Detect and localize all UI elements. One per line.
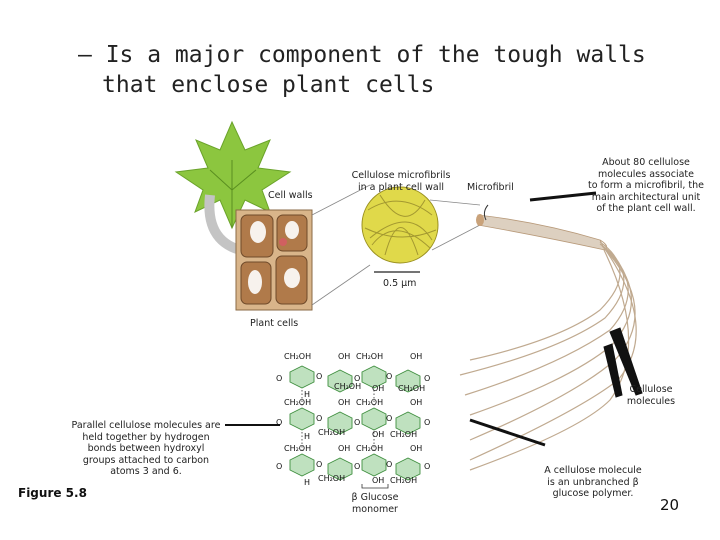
page-number: 20: [660, 496, 680, 514]
chem-ch2oh: CH₂OH: [284, 444, 312, 453]
slide-title: – Is a major component of the tough wall…: [78, 40, 698, 100]
chem-o: O: [316, 372, 323, 381]
chem-oh: OH: [372, 476, 385, 485]
chem-ch2oh: CH₂OH: [356, 352, 384, 361]
chem-o: O: [354, 374, 361, 383]
chem-o: O: [276, 462, 283, 471]
microfibril-label: Microfibril: [467, 182, 514, 193]
chem-o: O: [276, 418, 283, 427]
chem-ch2oh: CH₂OH: [284, 398, 312, 407]
chem-oh: OH: [372, 430, 385, 439]
cellulose-chemical-structure: [289, 365, 421, 481]
microfibrils-in-wall-label: Cellulose microfibrils in a plant cell w…: [351, 170, 451, 193]
chem-o: O: [354, 418, 361, 427]
chem-o: O: [276, 374, 283, 383]
chem-oh: OH: [338, 352, 351, 361]
chem-h: H: [304, 478, 311, 487]
figure-caption: Figure 5.8: [18, 486, 87, 500]
chem-oh: OH: [338, 398, 351, 407]
title-line-1: – Is a major component of the tough wall…: [78, 42, 646, 68]
chem-o: O: [424, 462, 431, 471]
chem-ch2oh: CH₂OH: [318, 474, 346, 483]
chem-o: O: [386, 460, 393, 469]
chem-o: O: [316, 460, 323, 469]
chem-ch2oh: CH₂OH: [356, 398, 384, 407]
chem-ch2oh: CH₂OH: [334, 382, 362, 391]
cellulose-molecule-desc-label: A cellulose molecule is an unbranched β …: [544, 465, 642, 499]
chem-ch2oh: CH₂OH: [390, 430, 418, 439]
chem-o: O: [424, 418, 431, 427]
cell-walls-label: Cell walls: [268, 190, 313, 201]
chem-o: O: [316, 414, 323, 423]
plant-cells-label: Plant cells: [250, 318, 299, 329]
chem-o: O: [386, 372, 393, 381]
glucose-bracket: [361, 484, 389, 489]
chem-ch2oh: CH₂OH: [318, 428, 346, 437]
chem-oh: OH: [338, 444, 351, 453]
parallel-molecules-label: Parallel cellulose molecules are held to…: [71, 420, 221, 477]
chem-ch2oh: CH₂OH: [390, 476, 418, 485]
plant-cells-illustration: [235, 209, 313, 311]
hydrogen-bonds: [301, 390, 375, 452]
microfibril-strand: [476, 214, 608, 251]
chem-oh: OH: [410, 398, 423, 407]
title-line-2: that enclose plant cells: [102, 72, 435, 98]
chem-o: O: [354, 462, 361, 471]
cellulose-molecules-label: Cellulose molecules: [626, 384, 676, 407]
chem-h: H: [304, 390, 311, 399]
chem-ch2oh: CH₂OH: [356, 444, 384, 453]
pointer-lines: [225, 191, 643, 447]
chem-h: H: [304, 432, 311, 441]
chem-oh: OH: [372, 384, 385, 393]
scale-label: 0.5 μm: [383, 278, 417, 289]
glucose-monomer-label: β Glucose monomer: [351, 492, 399, 515]
chem-oh: OH: [410, 444, 423, 453]
chem-oh: OH: [410, 352, 423, 361]
chem-ch2oh: CH₂OH: [398, 384, 426, 393]
about-80-label: About 80 cellulose molecules associate t…: [587, 157, 705, 214]
microfibril-ball: [361, 186, 439, 264]
chem-ch2oh: CH₂OH: [284, 352, 312, 361]
chem-o: O: [386, 414, 393, 423]
chem-o: O: [424, 374, 431, 383]
